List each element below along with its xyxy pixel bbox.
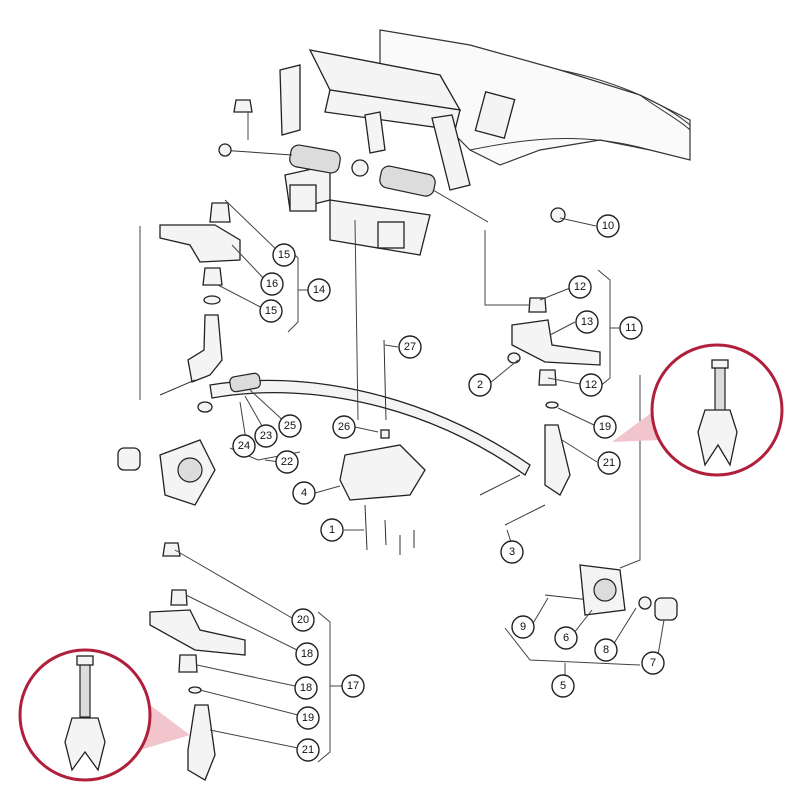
- callout-label: 12: [574, 281, 586, 293]
- callout-label: 16: [266, 278, 278, 290]
- callout-7: 7: [641, 651, 665, 675]
- callout-5: 5: [551, 674, 575, 698]
- callout-17: 17: [341, 674, 365, 698]
- callout-label: 18: [300, 682, 312, 694]
- callout-3: 3: [500, 540, 524, 564]
- callout-16: 16: [260, 272, 284, 296]
- callout-label: 14: [313, 284, 325, 296]
- callout-label: 8: [603, 644, 609, 656]
- callout-21-right: 21: [597, 451, 621, 475]
- callout-4: 4: [292, 481, 316, 505]
- callout-label: 19: [599, 421, 611, 433]
- callout-label: 24: [238, 440, 250, 452]
- callout-label: 21: [603, 457, 615, 469]
- callout-8: 8: [594, 638, 618, 662]
- callout-11: 11: [619, 316, 643, 340]
- inset-detail-right: [612, 343, 784, 477]
- callout-19-right: 19: [593, 415, 617, 439]
- callout-label: 5: [560, 680, 566, 692]
- callout-label: 10: [602, 220, 614, 232]
- callout-label: 20: [297, 614, 309, 626]
- vehicle-frame: [279, 29, 691, 256]
- callout-label: 27: [404, 341, 416, 353]
- callout-14: 14: [307, 278, 331, 302]
- callout-label: 4: [301, 487, 307, 499]
- callout-19-lower: 19: [296, 706, 320, 730]
- callout-label: 2: [477, 379, 483, 391]
- callout-12-upper: 12: [568, 275, 592, 299]
- callout-15-lower: 15: [259, 299, 283, 323]
- leaf-spring: [197, 372, 531, 476]
- callout-label: 23: [260, 430, 272, 442]
- callout-20: 20: [291, 608, 315, 632]
- callout-label: 1: [329, 524, 335, 536]
- callout-10: 10: [596, 214, 620, 238]
- callout-24: 24: [232, 434, 256, 458]
- callout-label: 18: [301, 648, 313, 660]
- inset-highlight-wedge-2: [140, 705, 190, 750]
- callout-27: 27: [398, 335, 422, 359]
- callout-label: 15: [278, 249, 290, 261]
- inset-detail-left: [18, 648, 190, 782]
- callout-12-lower: 12: [579, 373, 603, 397]
- callout-label: 21: [302, 744, 314, 756]
- callout-label: 26: [338, 421, 350, 433]
- callout-label: 25: [284, 420, 296, 432]
- callout-label: 12: [585, 379, 597, 391]
- right-spindle-assembly: [479, 207, 601, 526]
- callout-9: 9: [511, 615, 535, 639]
- steering-rack: [219, 111, 489, 223]
- callout-23: 23: [254, 424, 278, 448]
- callout-6: 6: [554, 626, 578, 650]
- callout-label: 7: [650, 657, 656, 669]
- callout-label: 13: [581, 316, 593, 328]
- callout-label: 6: [563, 632, 569, 644]
- lower-left-spindle-assembly: [149, 542, 246, 781]
- leader-lines: [139, 112, 665, 763]
- callout-25: 25: [278, 414, 302, 438]
- callout-21-lower: 21: [296, 738, 320, 762]
- callout-label: 11: [625, 322, 636, 334]
- callout-label: 15: [265, 305, 277, 317]
- callout-15-upper: 15: [272, 243, 296, 267]
- spring-bracket: [339, 339, 426, 555]
- callout-label: 9: [520, 621, 526, 633]
- callouts: 1 2 3 4 5 6 7 8 9 10 11 12 12 13 14 15 1…: [232, 214, 665, 762]
- callout-1: 1: [320, 518, 344, 542]
- callout-13: 13: [575, 310, 599, 334]
- callout-22: 22: [275, 450, 299, 474]
- left-hub: [117, 439, 216, 506]
- callout-2: 2: [468, 373, 492, 397]
- callout-label: 19: [302, 712, 314, 724]
- right-hub: [544, 564, 678, 621]
- left-tie-rod-end: [218, 99, 253, 157]
- inset-highlight-wedge: [612, 410, 660, 442]
- callout-18-upper: 18: [295, 642, 319, 666]
- callout-18-lower: 18: [294, 676, 318, 700]
- callout-26: 26: [332, 415, 356, 439]
- callout-label: 22: [281, 456, 293, 468]
- callout-label: 3: [509, 546, 515, 558]
- callout-label: 17: [347, 680, 359, 692]
- left-spindle-assembly: [159, 202, 241, 396]
